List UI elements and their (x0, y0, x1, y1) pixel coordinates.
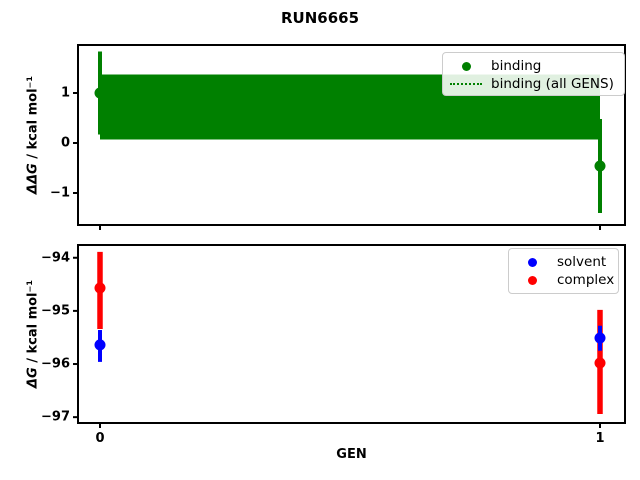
top-y-axis-label-unit: / kcal mol⁻¹ (25, 75, 41, 164)
legend-label: complex (557, 272, 615, 288)
y-tick-label: −96 (41, 357, 70, 372)
figure-title: RUN6665 (280, 9, 360, 27)
binding-data-point (94, 87, 106, 99)
x-tick-label: 1 (595, 431, 604, 446)
complex-data-point (594, 357, 606, 369)
legend-label: binding (491, 58, 542, 74)
y-tick-label: −97 (41, 410, 70, 425)
top-y-axis-label-math: ΔΔG (25, 163, 41, 195)
top-legend: binding binding (all GENS) (442, 52, 625, 96)
x-tick-label: 0 (95, 431, 104, 446)
bottom-legend: solvent complex (508, 248, 619, 294)
legend-item-complex: complex (515, 271, 614, 289)
bottom-y-axis-label-unit: / kcal mol⁻¹ (25, 279, 41, 368)
y-tick-label: 0 (61, 136, 70, 151)
legend-label: binding (all GENS) (491, 76, 614, 92)
top-axes-frame (77, 44, 626, 226)
solvent-data-point (594, 332, 606, 344)
complex-dot-icon (527, 275, 537, 285)
binding-data-point (594, 160, 606, 172)
binding-dot-icon (461, 61, 471, 71)
bottom-y-axis-label-math: ΔG (25, 367, 41, 389)
complex-data-point (94, 282, 106, 294)
y-tick-label: 1 (61, 86, 70, 101)
y-tick-label: −1 (50, 186, 70, 201)
x-axis-label: GEN (336, 447, 367, 462)
bottom-y-axis-label: ΔG / kcal mol⁻¹ (26, 280, 41, 388)
solvent-dot-icon (527, 257, 537, 267)
top-y-axis-label: ΔΔG / kcal mol⁻¹ (26, 76, 41, 194)
y-tick-label: −94 (41, 250, 70, 265)
solvent-data-point (94, 339, 106, 351)
legend-label: solvent (557, 254, 607, 270)
bottom-axes-frame (77, 244, 626, 424)
y-tick-label: −95 (41, 303, 70, 318)
legend-item-binding-all-gens-: binding (all GENS) (449, 75, 616, 93)
dotted-line-icon (450, 83, 482, 85)
legend-item-solvent: solvent (515, 253, 610, 271)
legend-item-binding: binding (449, 57, 616, 75)
